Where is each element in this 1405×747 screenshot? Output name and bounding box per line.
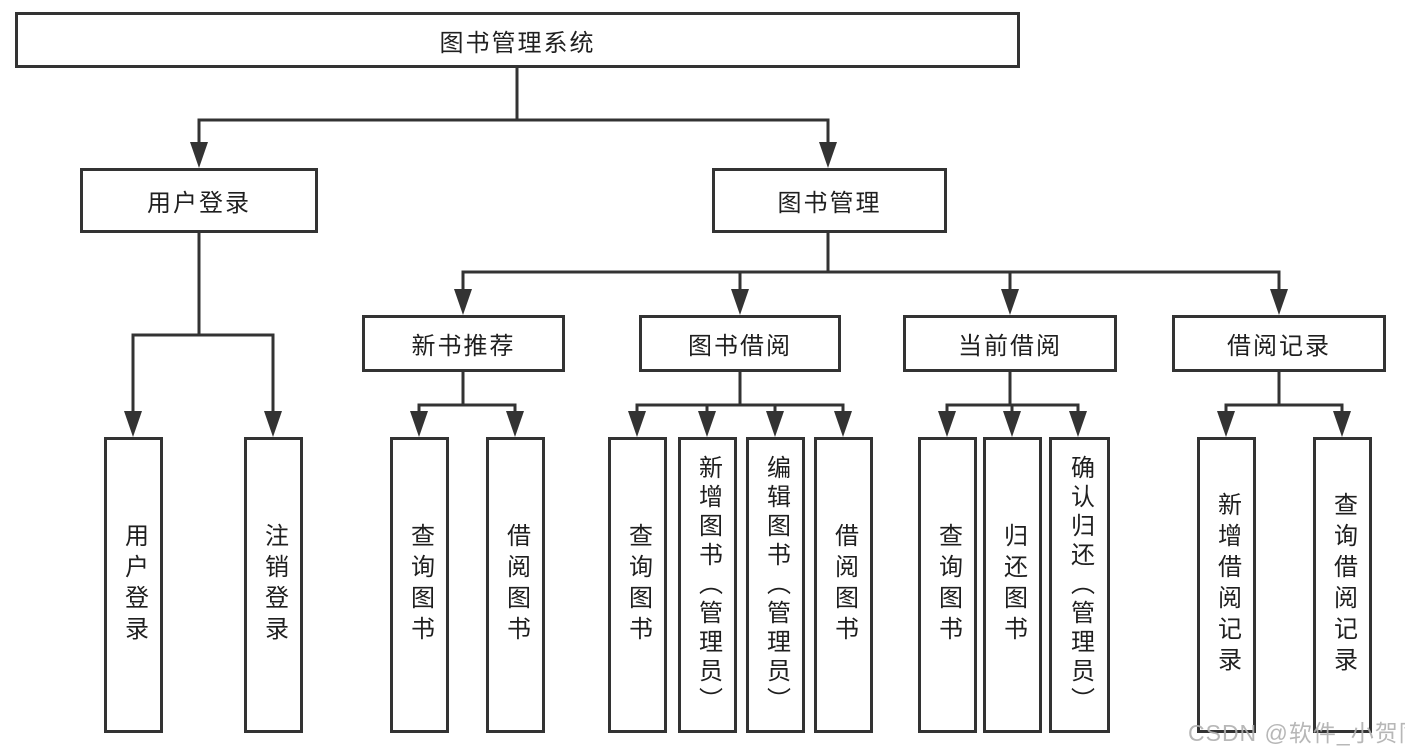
leaf-borrow-books: 借阅图书 — [814, 437, 873, 733]
leaf-borrow-query-books-label: 查询图书 — [624, 523, 652, 647]
node-borrow-record: 借阅记录 — [1172, 315, 1386, 372]
arrowhead-icon — [124, 411, 142, 437]
leaf-add-borrow-record: 新增借阅记录 — [1197, 437, 1256, 733]
arrowhead-icon — [264, 411, 282, 437]
arrowhead-icon — [190, 142, 208, 168]
leaf-logout-label: 注销登录 — [260, 523, 288, 647]
arrowhead-icon — [1217, 411, 1235, 437]
leaf-recommend-borrow-books-label: 借阅图书 — [502, 523, 530, 647]
node-new-book-recommend-label: 新书推荐 — [411, 333, 516, 360]
arrowhead-icon — [410, 411, 428, 437]
leaf-current-query-books-label: 查询图书 — [934, 523, 962, 647]
leaf-edit-books-admin-label: 编辑图书（管理员） — [762, 454, 790, 716]
arrowhead-icon — [766, 411, 784, 437]
csdn-watermark: CSDN @软件_小贺同学 — [1188, 720, 1405, 746]
node-borrow-record-label: 借阅记录 — [1227, 333, 1331, 360]
node-root: 图书管理系统 — [15, 12, 1020, 68]
leaf-recommend-query-books: 查询图书 — [390, 437, 449, 733]
leaf-return-books: 归还图书 — [983, 437, 1042, 733]
leaf-recommend-borrow-books: 借阅图书 — [486, 437, 545, 733]
arrowhead-icon — [819, 142, 837, 168]
node-book-management: 图书管理 — [712, 168, 947, 233]
leaf-edit-books-admin: 编辑图书（管理员） — [746, 437, 805, 733]
arrowhead-icon — [1069, 411, 1087, 437]
arrowhead-icon — [938, 411, 956, 437]
arrowhead-icon — [628, 411, 646, 437]
leaf-user-login: 用户登录 — [104, 437, 163, 733]
leaf-borrow-query-books: 查询图书 — [608, 437, 667, 733]
node-new-book-recommend: 新书推荐 — [362, 315, 565, 372]
node-current-borrow: 当前借阅 — [903, 315, 1117, 372]
leaf-query-borrow-record: 查询借阅记录 — [1313, 437, 1372, 733]
leaf-borrow-books-label: 借阅图书 — [830, 523, 858, 647]
leaf-logout: 注销登录 — [244, 437, 303, 733]
arrowhead-icon — [1270, 289, 1288, 315]
node-user-login-label: 用户登录 — [147, 190, 251, 217]
leaf-confirm-return-admin-label: 确认归还（管理员） — [1066, 454, 1094, 716]
node-current-borrow-label: 当前借阅 — [958, 333, 1062, 360]
leaf-add-books-admin-label: 新增图书（管理员） — [694, 454, 722, 716]
arrowhead-icon — [1001, 289, 1019, 315]
node-book-borrow: 图书借阅 — [639, 315, 841, 372]
leaf-user-login-label: 用户登录 — [120, 523, 148, 647]
arrowhead-icon — [731, 289, 749, 315]
leaf-return-books-label: 归还图书 — [999, 523, 1027, 647]
node-book-borrow-label: 图书借阅 — [688, 333, 792, 360]
arrowhead-icon — [506, 411, 524, 437]
leaf-recommend-query-books-label: 查询图书 — [406, 523, 434, 647]
leaf-current-query-books: 查询图书 — [918, 437, 977, 733]
arrowhead-icon — [698, 411, 716, 437]
arrowhead-icon — [1003, 411, 1021, 437]
leaf-add-books-admin: 新增图书（管理员） — [678, 437, 737, 733]
arrowhead-icon — [834, 411, 852, 437]
leaf-add-borrow-record-label: 新增借阅记录 — [1213, 492, 1241, 678]
node-book-management-label: 图书管理 — [777, 190, 882, 217]
node-root-label: 图书管理系统 — [439, 29, 596, 57]
arrowhead-icon — [454, 289, 472, 315]
arrowhead-icon — [1333, 411, 1351, 437]
leaf-confirm-return-admin: 确认归还（管理员） — [1049, 437, 1110, 733]
leaf-query-borrow-record-label: 查询借阅记录 — [1329, 492, 1357, 678]
node-user-login: 用户登录 — [80, 168, 318, 233]
